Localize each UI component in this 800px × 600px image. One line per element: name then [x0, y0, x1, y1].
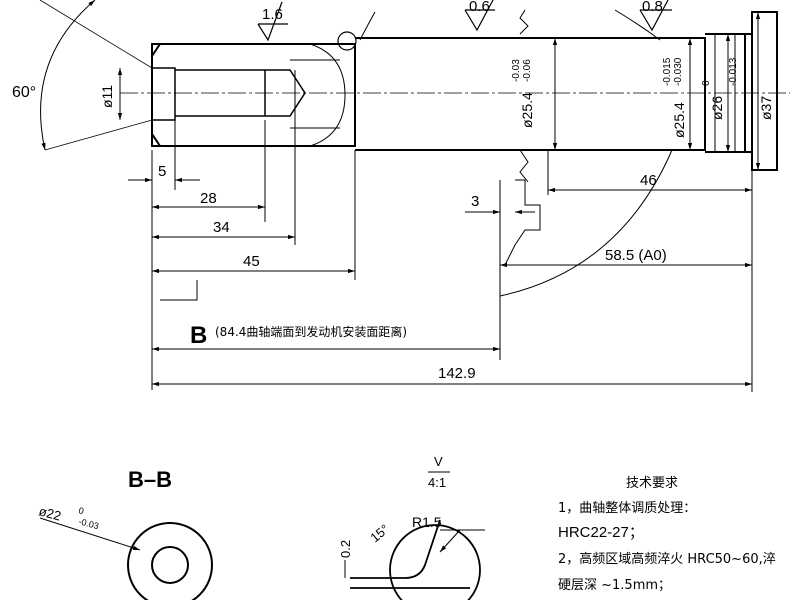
dim-45: 45: [243, 253, 260, 270]
dia-groove-tol-upper: 0: [701, 80, 712, 86]
roughness-1-label: 1.6: [262, 6, 283, 23]
break-line-bottom: [519, 149, 529, 183]
dim-28: 28: [200, 190, 217, 207]
detail-scale: 4:1: [428, 475, 446, 490]
detail-radius: R1.5: [412, 514, 442, 530]
tech-req-line4: 硬层深 ~1.5mm；: [558, 578, 672, 593]
dim-58-5: 58.5 (A0): [605, 247, 667, 264]
angle-label: 60°: [12, 84, 36, 101]
dim-34: 34: [213, 219, 230, 236]
internal-bore: [152, 43, 346, 147]
step-profile: [504, 179, 541, 266]
detail-circle: [337, 31, 357, 51]
bb-tol-lower: -0.03: [77, 516, 99, 531]
dia-mid-tol-upper: -0.03: [511, 59, 522, 82]
section-bb-title: B–B: [128, 467, 172, 492]
tech-req-line1: 1，曲轴整体调质处理：: [558, 501, 697, 516]
detail-letter: V: [434, 454, 443, 469]
large-arc: [499, 149, 673, 297]
bb-tol-upper: 0: [77, 505, 84, 516]
roughness-3-label: 0.8: [642, 0, 663, 15]
dim-142-9: 142.9: [438, 365, 476, 382]
angle-arc: [40, 0, 96, 151]
dim-5: 5: [158, 163, 166, 180]
section-bb-view: [127, 522, 213, 600]
break-line-top: [519, 9, 529, 35]
roughness-symbol-3: [639, 0, 672, 32]
section-note: (84.4曲轴端面到发动机安装面距离): [215, 324, 407, 339]
dim-46: 46: [640, 172, 657, 189]
dimension-lines: [128, 70, 753, 392]
bb-dia-label: ø22: [37, 503, 63, 523]
dia-groove-tol-lower: -0.013: [728, 57, 739, 86]
dia-mid2-label: ø25.4: [671, 102, 687, 138]
detail-v-view: [350, 519, 481, 600]
detail-angle: 15°: [367, 521, 392, 545]
dia-mid2-tol-upper: -0.015: [662, 57, 673, 86]
dia-left-label: ø11: [99, 85, 115, 108]
dia-mid-tol-lower: -0.06: [522, 59, 533, 82]
tech-req-line2: HRC22-27；: [558, 524, 644, 541]
dia-groove-label: ø26: [709, 96, 725, 120]
dia-mid-label: ø25.4: [519, 92, 535, 128]
tech-req-line3: 2，高频区域高频淬火 HRC50~60,淬: [558, 552, 776, 567]
detail-depth: 0.2: [338, 540, 353, 558]
roughness-symbol-2: [464, 0, 495, 32]
roughness-2-label: 0.6: [469, 0, 490, 15]
tech-req-title: 技术要求: [626, 476, 679, 491]
dim-3: 3: [471, 193, 479, 210]
dia-flange-label: ø37: [758, 96, 774, 120]
section-letter: B: [190, 322, 207, 349]
dia-mid2-tol-lower: -0.030: [673, 57, 684, 86]
roughness-symbol-1: [257, 1, 288, 42]
